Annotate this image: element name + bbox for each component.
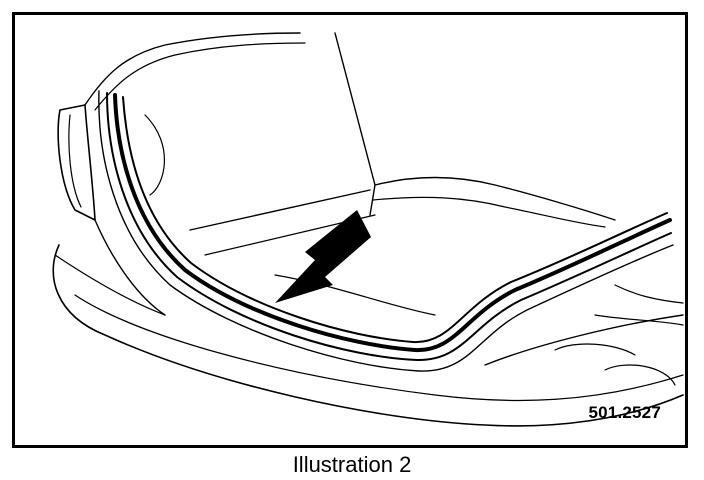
floor-diagonal — [274, 274, 436, 316]
rear-seat-back — [334, 32, 376, 216]
trunk-floor-back — [189, 189, 371, 231]
weatherstrip-seal-outer — [106, 92, 672, 362]
right-quarter-line-2 — [614, 284, 684, 304]
body-line — [54, 254, 166, 316]
bumper-lower-line — [74, 294, 684, 402]
trunk-side-shelf — [374, 176, 616, 221]
trunk-shelf-edge — [372, 196, 606, 228]
figure-caption: Illustration 2 — [292, 452, 412, 477]
weatherstrip-seal-inner — [122, 96, 668, 344]
right-quarter-line-1 — [484, 314, 684, 366]
weatherstrip-seal — [113, 93, 672, 353]
trunk-seal-drawing — [52, 32, 684, 427]
reference-number: 501.2527 — [588, 403, 661, 422]
right-taillight — [604, 364, 676, 386]
rear-bumper-outline — [52, 244, 684, 427]
quarter-panel — [84, 32, 301, 106]
illustration-frame: 501.2527 — [12, 12, 688, 448]
indicator-arrow — [275, 210, 371, 303]
right-taillight-lower — [554, 343, 636, 356]
right-quarter-line-3 — [594, 314, 684, 326]
quarter-panel-inner — [94, 42, 306, 111]
interior-left-wall — [144, 114, 166, 196]
taillight-outline — [57, 104, 96, 221]
seal-outer-edge — [98, 90, 674, 372]
taillight-inner — [68, 114, 82, 208]
quarter-side — [94, 219, 166, 316]
